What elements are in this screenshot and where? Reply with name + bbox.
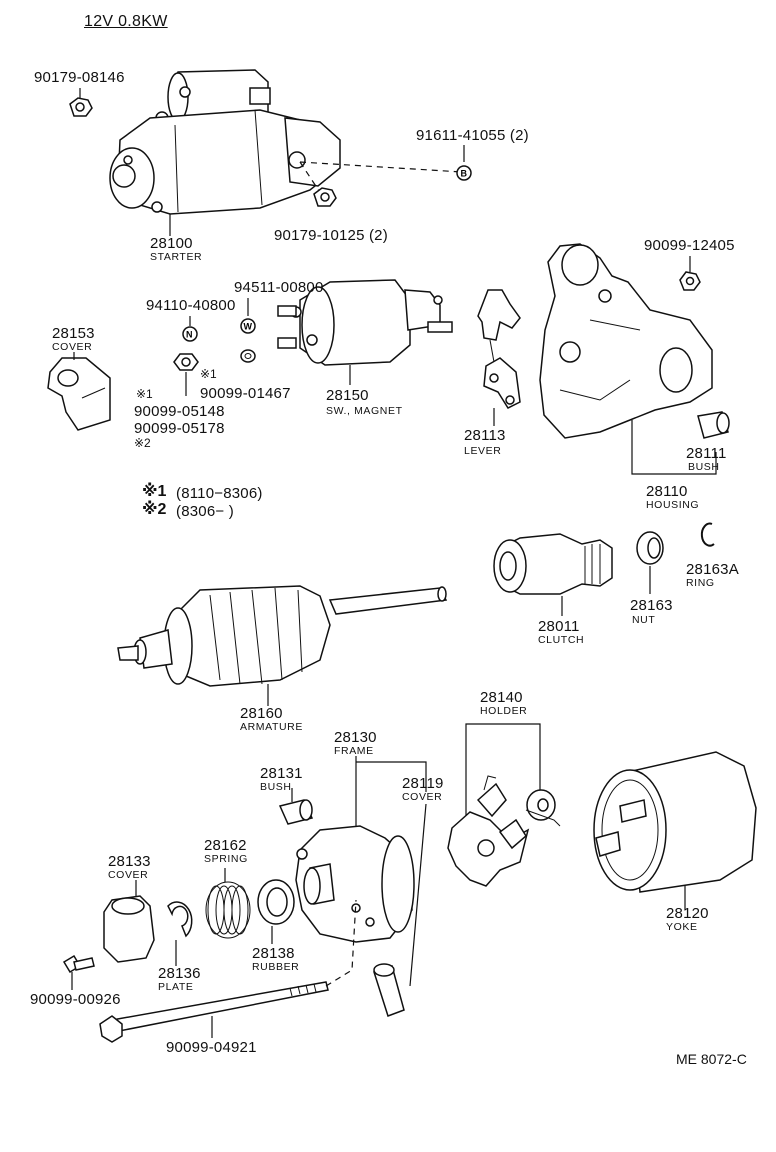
part-28131-number: 28131: [260, 765, 303, 782]
part-28163-number: 28163: [630, 597, 673, 614]
marker-w-text: W: [244, 322, 253, 332]
armature-28160-drawing: [117, 585, 448, 706]
holder-28140-drawing: [447, 723, 561, 887]
yoke-28120-drawing: [593, 751, 757, 910]
part-28120-number: 28120: [666, 905, 709, 922]
nut-90099-12405-drawing: [679, 256, 701, 291]
clutch-28011-drawing: [493, 533, 613, 616]
bush-28111-drawing: [697, 411, 730, 439]
key-range-1: (8110−8306): [176, 485, 263, 502]
part-94511-00800-number: 94511-00800: [234, 279, 324, 296]
part-90099-05148-mark: ※1: [136, 387, 153, 401]
part-90099-05148-number: 90099-05148: [134, 403, 225, 420]
part-28163a-number: 28163A: [686, 561, 739, 578]
part-28136-number: 28136: [158, 965, 201, 982]
part-28163a-name: RING: [686, 577, 715, 589]
part-28136-name: PLATE: [158, 981, 194, 993]
washer-90099-01467-drawing: [240, 298, 256, 363]
part-28011-number: 28011: [538, 618, 580, 635]
marker-b: B: [456, 165, 472, 181]
part-28138-name: RUBBER: [252, 961, 300, 973]
part-90099-05178-mark: ※2: [134, 436, 151, 450]
part-28130-number: 28130: [334, 729, 377, 746]
part-90179-10125-number: 90179-10125 (2): [274, 227, 388, 244]
part-28120-name: YOKE: [666, 921, 698, 933]
part-28131-name: BUSH: [260, 781, 292, 793]
cover-28119-drawing: [373, 803, 427, 1017]
part-28130-name: FRAME: [334, 745, 374, 757]
part-90099-01467-mark: ※1: [200, 367, 217, 381]
part-90099-01467-number: 90099-01467: [200, 385, 291, 402]
part-91611-41055-number: 91611-41055 (2): [416, 127, 529, 144]
nut-90099-05148-drawing: [173, 353, 199, 396]
cover-28153-drawing: [47, 352, 111, 431]
cover-28133-drawing: [103, 880, 155, 963]
part-28100-number: 28100: [150, 235, 193, 252]
part-28153-number: 28153: [52, 325, 95, 342]
part-90099-12405-number: 90099-12405: [644, 237, 735, 254]
part-28011-name: CLUTCH: [538, 634, 585, 646]
part-90099-04921-number: 90099-04921: [166, 1039, 257, 1056]
bolt-90099-00926-drawing: [62, 954, 95, 990]
part-28113-name: LEVER: [464, 445, 502, 457]
diagram-title: 12V 0.8KW: [84, 13, 168, 30]
part-28140-name: HOLDER: [480, 705, 528, 717]
part-90099-05178-number: 90099-05178: [134, 420, 225, 437]
part-28110-name: HOUSING: [646, 499, 700, 511]
part-28150-number: 28150: [326, 387, 369, 404]
part-28163-name: NUT: [632, 614, 656, 626]
bolt-90099-04921-drawing: [99, 899, 357, 1043]
key-mark-2: ※2: [142, 501, 167, 518]
key-range-2: (8306− ): [176, 503, 234, 520]
drawing-code: ME 8072-C: [676, 1051, 747, 1067]
part-28111-number: 28111: [686, 445, 727, 462]
marker-w: W: [240, 318, 256, 334]
part-28153-name: COVER: [52, 341, 93, 353]
part-90179-08146-number: 90179-08146: [34, 69, 125, 86]
marker-n: N: [182, 316, 198, 342]
part-28111-name: BUSH: [688, 461, 720, 473]
part-28162-number: 28162: [204, 837, 247, 854]
spring-28162-drawing: [205, 868, 251, 939]
marker-n-text: N: [186, 330, 193, 340]
solenoid-28150-drawing: [277, 279, 453, 385]
bush-28131-drawing: [278, 788, 314, 825]
key-mark-1: ※1: [142, 483, 167, 500]
part-28160-name: ARMATURE: [240, 721, 303, 733]
part-94110-40800-number: 94110-40800: [146, 297, 236, 314]
part-28162-name: SPRING: [204, 853, 248, 865]
part-28140-number: 28140: [480, 689, 523, 706]
plate-28136-drawing: [167, 901, 193, 966]
part-28133-number: 28133: [108, 853, 151, 870]
nut-90179-08146-drawing: [69, 88, 93, 117]
part-90099-00926-number: 90099-00926: [30, 991, 121, 1008]
marker-b-text: B: [461, 169, 468, 179]
part-28150-name: SW., MAGNET: [326, 405, 403, 417]
part-28113-number: 28113: [464, 427, 506, 444]
lever-28113-drawing: [477, 289, 521, 426]
part-28119-number: 28119: [402, 775, 444, 792]
housing-28110-drawing: [539, 243, 717, 475]
part-28133-name: COVER: [108, 869, 149, 881]
mount-lines-drawing: [299, 145, 465, 207]
part-28138-number: 28138: [252, 945, 295, 962]
starter-assembly-drawing: [109, 69, 341, 236]
part-28110-number: 28110: [646, 483, 688, 500]
nut-28163-drawing: [636, 531, 664, 594]
ring-28163a-drawing: [700, 522, 715, 547]
part-28119-name: COVER: [402, 791, 443, 803]
part-28160-number: 28160: [240, 705, 283, 722]
rubber-28138-drawing: [257, 879, 295, 944]
part-28100-name: STARTER: [150, 251, 203, 263]
